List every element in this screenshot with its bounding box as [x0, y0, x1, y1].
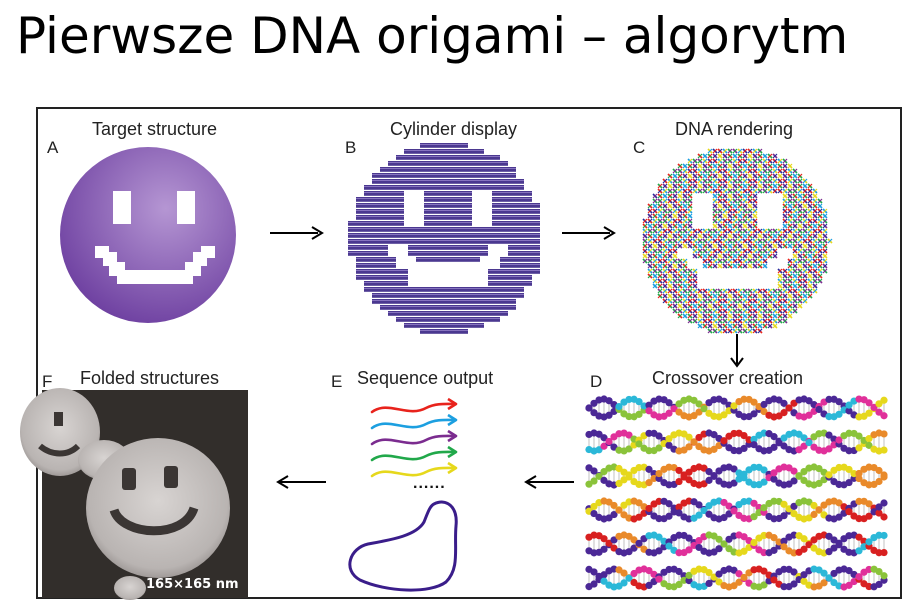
panel-a-letter: A — [47, 138, 59, 157]
cylinder-bar — [372, 173, 516, 178]
sequence-strand — [370, 418, 456, 430]
cylinder-bar — [372, 179, 524, 184]
cylinder-bar — [388, 161, 508, 166]
cylinder-bar — [356, 203, 404, 208]
cylinder-bar — [404, 323, 484, 328]
sequence-ellipsis: ...... — [413, 475, 446, 492]
cylinder-bar — [348, 251, 388, 256]
cylinder-bar — [356, 197, 404, 202]
cylinder-bar — [424, 197, 472, 202]
panel-d-caption: Crossover creation — [652, 368, 804, 388]
cylinder-bar — [356, 275, 408, 280]
cylinder-bar — [356, 209, 404, 214]
sequence-strand — [370, 402, 456, 414]
target-structure-smiley — [60, 147, 236, 323]
scale-label: 165×165 nm — [146, 577, 239, 592]
cylinder-bar — [424, 191, 472, 196]
arrow-a-to-b — [270, 226, 324, 240]
cylinder-bar — [492, 191, 532, 196]
arrow-d-to-e — [524, 475, 574, 489]
cylinder-bar — [356, 269, 408, 274]
cylinder-bar — [492, 197, 532, 202]
cylinder-bar — [492, 215, 540, 220]
smiley-right-eye — [177, 191, 195, 224]
cylinder-bar — [408, 245, 488, 250]
folded-structures-micrograph — [20, 388, 248, 600]
cylinder-bar — [500, 263, 540, 268]
sequence-strand — [370, 450, 456, 462]
panel-a-caption: Target structure — [92, 119, 218, 139]
cylinder-bar — [508, 251, 540, 256]
sequence-output-strands — [370, 397, 458, 478]
cylinder-bar — [348, 239, 540, 244]
cylinder-bar — [364, 287, 524, 292]
cylinder-bar — [372, 299, 516, 304]
cylinder-bar — [364, 185, 524, 190]
panel-e-letter: E — [331, 372, 343, 391]
cylinder-bar — [508, 245, 540, 250]
cylinder-bar — [356, 263, 396, 268]
cylinder-display-smiley — [348, 143, 540, 334]
smiley-face-disc — [60, 147, 236, 323]
cylinder-bar — [424, 203, 472, 208]
arrow-b-to-c — [562, 226, 616, 240]
cylinder-bar — [348, 227, 540, 232]
cylinder-bar — [364, 191, 404, 196]
cylinder-bar — [500, 257, 540, 262]
cylinder-bar — [424, 221, 472, 226]
panel-b-letter: B — [345, 138, 357, 157]
cylinder-bar — [492, 209, 540, 214]
cylinder-bar — [380, 167, 516, 172]
smiley-left-eye — [113, 191, 131, 224]
cylinder-bar — [488, 269, 540, 274]
panel-c-letter: C — [633, 138, 646, 157]
panel-b-caption: Cylinder display — [390, 119, 518, 139]
cylinder-bar — [396, 155, 500, 160]
figure-frame — [36, 107, 902, 599]
arrow-c-to-d — [730, 334, 744, 368]
cylinder-bar — [396, 317, 500, 322]
cylinder-bar — [488, 281, 532, 286]
sequence-strand — [370, 434, 456, 446]
cylinder-bar — [424, 209, 472, 214]
cylinder-bar — [420, 143, 468, 148]
panel-c-caption: DNA rendering — [675, 119, 794, 139]
cylinder-bar — [420, 329, 468, 334]
cylinder-bar — [348, 233, 540, 238]
cylinder-bar — [408, 251, 488, 256]
cylinder-bar — [348, 245, 388, 250]
cylinder-bar — [492, 203, 540, 208]
panel-f-letter: F — [42, 372, 53, 391]
smiley-mouth — [95, 246, 215, 284]
arrow-e-to-f — [276, 475, 326, 489]
sequence-strand — [370, 466, 456, 478]
cylinder-bar — [488, 275, 532, 280]
cylinder-bar — [388, 311, 508, 316]
cylinder-bar — [356, 215, 404, 220]
dna-rendering-smiley — [642, 148, 833, 334]
slide-title: Pierwsze DNA origami – algorytm — [16, 7, 849, 65]
cylinder-bar — [364, 281, 408, 286]
panel-d-letter: D — [590, 372, 603, 391]
cylinder-bar — [492, 221, 540, 226]
cylinder-bar — [404, 149, 484, 154]
cylinder-bar — [416, 257, 480, 262]
cylinder-bar — [356, 257, 396, 262]
cylinder-bar — [380, 305, 516, 310]
cylinder-bar — [424, 215, 472, 220]
cylinder-bar — [348, 221, 404, 226]
panel-e-caption: Sequence output — [357, 368, 494, 388]
cylinder-bar — [372, 293, 524, 298]
crossover-creation-helices — [585, 390, 888, 595]
panel-f-caption: Folded structures — [80, 368, 220, 388]
scaffold-loop — [348, 500, 458, 592]
